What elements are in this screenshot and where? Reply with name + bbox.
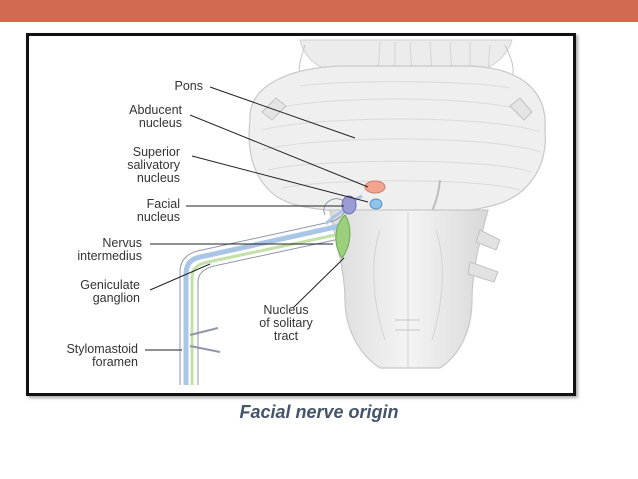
leader-abducent (189, 114, 369, 188)
leader-geniculate (149, 263, 211, 291)
label-superior-salivatory-nucleus: Superior salivatory nucleus (127, 145, 180, 185)
superior-salivatory-nucleus (369, 198, 383, 210)
cerebral-peduncles (298, 39, 514, 79)
label-nervus-intermedius: Nervus intermedius (77, 236, 142, 263)
facial-nucleus (341, 195, 357, 215)
leader-solitary (292, 257, 345, 309)
label-geniculate-ganglion: Geniculate ganglion (80, 278, 140, 305)
medulla (329, 209, 501, 369)
facial-nerve-course (179, 194, 363, 385)
label-pons: Pons (174, 79, 204, 93)
abducent-nucleus (364, 180, 386, 194)
pons-body (248, 65, 546, 231)
header-bar (0, 0, 638, 22)
label-solitary-tract-nucleus: Nucleus of solitary tract (259, 303, 313, 343)
label-stylomastoid-foramen: Stylomastoid foramen (66, 342, 138, 369)
leader-pons (209, 86, 356, 139)
solitary-tract-nucleus (335, 214, 351, 259)
leader-lines (145, 86, 369, 351)
label-facial-nucleus: Facial nucleus (136, 197, 180, 224)
leader-superior-salivatory (191, 155, 369, 203)
figure-caption: Facial nerve origin (239, 402, 399, 422)
label-abducent-nucleus: Abducent nucleus (129, 103, 182, 130)
